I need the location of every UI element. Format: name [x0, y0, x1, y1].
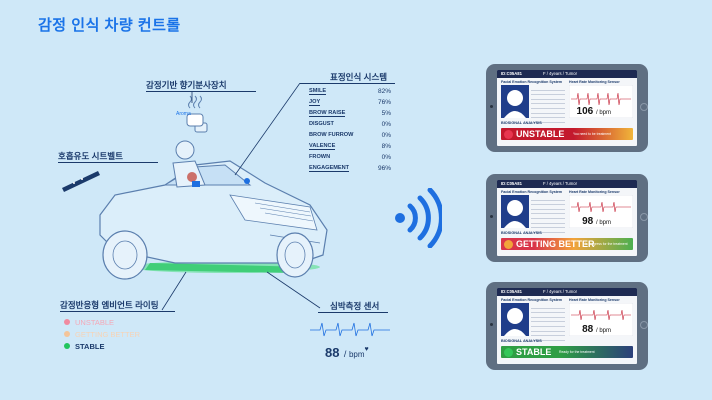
stable-dot-icon: [64, 343, 70, 349]
aroma-label: 감정기반 향기분사장치: [146, 80, 227, 90]
unstable-dot-icon: [64, 319, 70, 325]
seatbelt-icon: [60, 168, 102, 197]
status-bar: UNSTABLE You need to be treatment: [501, 128, 633, 140]
status-bar: GETTING BETTER Is progress for the treat…: [501, 238, 633, 250]
mini-metrics: [531, 304, 565, 341]
status-text: GETTING BETTER: [516, 239, 595, 249]
getting-better-dot-icon: [64, 331, 70, 337]
tablet-bpm: 88 / bpm: [582, 324, 611, 335]
tablet-camera: [490, 323, 493, 326]
sad-face-icon: [504, 129, 513, 139]
face-silhouette-icon: [501, 303, 529, 336]
ambient-leader-line: [161, 271, 187, 311]
heart-rate-readout: 88 / bpm♥: [325, 345, 369, 360]
tablet-bpm: 106 / bpm: [576, 106, 611, 117]
face-system-label: Facial Emotion Recognition System: [501, 298, 563, 302]
ambient-underline: [60, 311, 175, 312]
legend-item-getting-better: GETTING BETTER: [64, 328, 140, 340]
expression-leader-line: [234, 83, 301, 176]
biosignal-label: BIOSIGNAL ANALYSIS: [501, 231, 542, 235]
tablet-home-button[interactable]: [640, 213, 648, 221]
legend-item-unstable: UNSTABLE: [64, 316, 140, 328]
hr-sensor-label: Heart Rate Monitoring Sensor: [569, 190, 620, 194]
hr-graph: [569, 303, 633, 336]
face-silhouette-icon: [501, 195, 529, 228]
status-text: STABLE: [516, 347, 552, 357]
hr-sensor-label: Heart Rate Monitoring Sensor: [569, 298, 620, 302]
expression-underline: [300, 83, 395, 84]
aroma-underline: [146, 91, 256, 92]
tablet-bpm: 98 / bpm: [582, 216, 611, 227]
ecg-waveform: [310, 322, 390, 337]
seatbelt-underline: [58, 162, 158, 163]
status-text: UNSTABLE: [516, 129, 565, 139]
biosignal-label: BIOSIGNAL ANALYSIS: [501, 339, 542, 343]
mini-metrics: [531, 196, 565, 233]
face-system-label: Facial Emotion Recognition System: [501, 190, 563, 194]
hr-sensor-label: Heart Rate Monitoring Sensor: [569, 80, 620, 84]
smile-face-icon: [504, 347, 513, 357]
hr-graph: [569, 85, 633, 118]
tablet-camera: [490, 105, 493, 108]
status-message: Is progress for the treatment: [585, 242, 628, 246]
page-title: 감정 인식 차량 컨트롤: [38, 17, 181, 34]
tablet-home-button[interactable]: [640, 103, 648, 111]
wireless-signal-icon: [394, 187, 444, 253]
seatbelt-label: 호흡유도 시트벨트: [58, 151, 123, 161]
expression-system-label: 표정인식 시스템: [330, 72, 388, 82]
mini-metrics: [531, 86, 565, 123]
face-silhouette-icon: [501, 85, 529, 118]
face-system-label: Facial Emotion Recognition System: [501, 80, 563, 84]
ambient-legend: UNSTABLE GETTING BETTER STABLE: [64, 316, 140, 352]
heart-leader-line: [266, 271, 321, 309]
hr-graph: [569, 195, 633, 228]
status-message: You need to be treatment: [573, 132, 611, 136]
heart-icon: ♥: [364, 346, 369, 353]
heart-sensor-label: 심박측정 센서: [330, 301, 380, 311]
status-bar: STABLE Ready for the treatment: [501, 346, 633, 358]
tablet-camera: [490, 215, 493, 218]
aroma-leader-line: [191, 91, 193, 103]
aroma-icon-label: Aroma: [176, 111, 191, 117]
tablet-home-button[interactable]: [640, 321, 648, 329]
heart-rate-value: 88: [325, 345, 340, 360]
aroma-diffuser-icon: [180, 94, 210, 128]
heart-rate-unit: bpm: [348, 350, 365, 359]
heart-underline: [318, 312, 388, 313]
car-illustration: [99, 122, 328, 280]
status-message: Ready for the treatment: [559, 350, 595, 354]
neutral-face-icon: [504, 239, 513, 249]
ambient-lighting-label: 감정반응형 엠비언트 라이팅: [60, 300, 159, 310]
biosignal-label: BIOSIGNAL ANALYSIS: [501, 121, 542, 125]
legend-item-stable: STABLE: [64, 340, 140, 352]
